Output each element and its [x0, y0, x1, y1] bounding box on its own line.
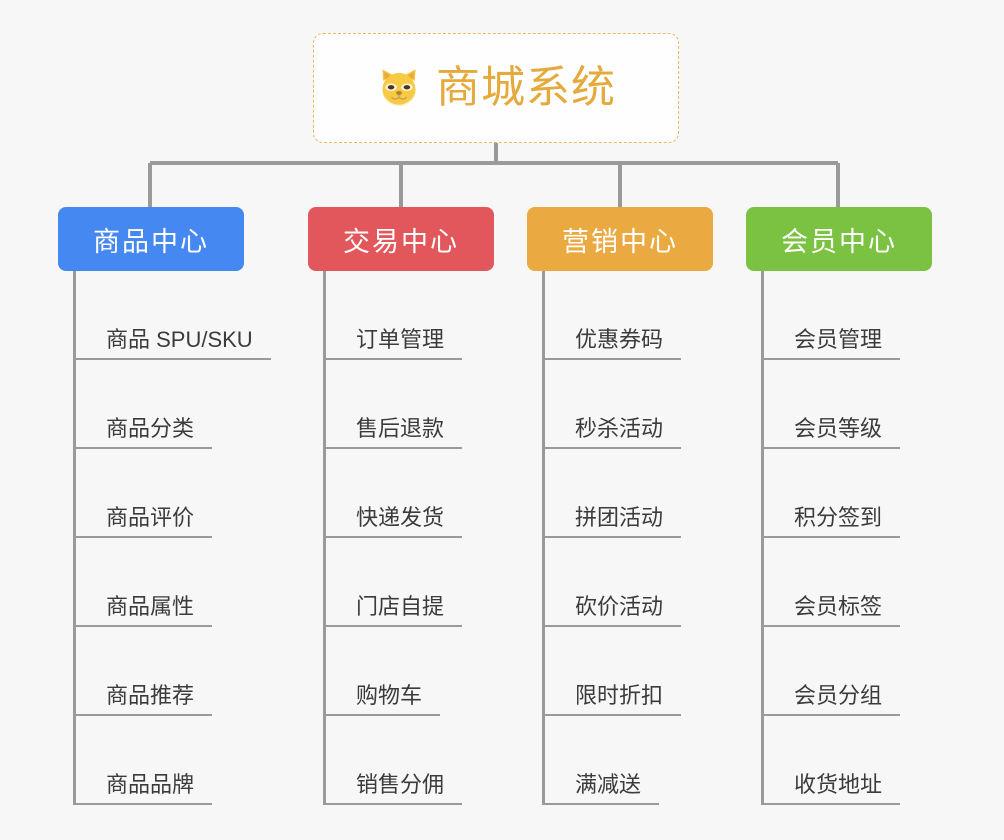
leaf-list-0: 商品 SPU/SKU 商品分类 商品评价 商品属性 商品推荐 商品品牌 [73, 271, 301, 805]
leaf-label: 订单管理 [326, 327, 463, 360]
leaf-label: 积分签到 [764, 505, 901, 538]
category-header-3[interactable]: 会员中心 [746, 207, 932, 271]
leaf-label: 会员分组 [764, 683, 901, 716]
list-item[interactable]: 购物车 [326, 627, 492, 716]
shiba-dog-icon [382, 69, 416, 106]
category-column-2: 营销中心 优惠券码 秒杀活动 拼团活动 砍价活动 限时折扣 满减送 [527, 207, 713, 805]
leaf-label: 快递发货 [326, 505, 463, 538]
list-item[interactable]: 商品推荐 [76, 627, 301, 716]
leaf-label: 销售分佣 [326, 772, 463, 805]
leaf-label: 收货地址 [764, 772, 901, 805]
leaf-label: 商品 SPU/SKU [76, 327, 271, 360]
list-item[interactable]: 商品分类 [76, 360, 301, 449]
list-item[interactable]: 会员等级 [764, 360, 930, 449]
list-item[interactable]: 砍价活动 [545, 538, 711, 627]
list-item[interactable]: 优惠券码 [545, 271, 711, 360]
leaf-label: 商品品牌 [76, 772, 213, 805]
category-column-3: 会员中心 会员管理 会员等级 积分签到 会员标签 会员分组 收货地址 [746, 207, 932, 805]
category-column-1: 交易中心 订单管理 售后退款 快递发货 门店自提 购物车 销售分佣 [308, 207, 494, 805]
category-header-label: 营销中心 [562, 226, 678, 257]
list-item[interactable]: 订单管理 [326, 271, 492, 360]
leaf-label: 商品属性 [76, 594, 213, 627]
list-item[interactable]: 拼团活动 [545, 449, 711, 538]
list-item[interactable]: 满减送 [545, 716, 711, 805]
leaf-label: 会员标签 [764, 594, 901, 627]
list-item[interactable]: 秒杀活动 [545, 360, 711, 449]
list-item[interactable]: 快递发货 [326, 449, 492, 538]
list-item[interactable]: 商品属性 [76, 538, 301, 627]
list-item[interactable]: 售后退款 [326, 360, 492, 449]
root-title: 商城系统 [436, 63, 616, 112]
category-header-label: 交易中心 [343, 226, 459, 257]
leaf-label: 售后退款 [326, 416, 463, 449]
category-header-2[interactable]: 营销中心 [527, 207, 713, 271]
leaf-label: 商品分类 [76, 416, 213, 449]
leaf-label: 门店自提 [326, 594, 463, 627]
leaf-label: 会员等级 [764, 416, 901, 449]
category-header-label: 商品中心 [93, 226, 209, 257]
leaf-label: 秒杀活动 [545, 416, 682, 449]
leaf-list-1: 订单管理 售后退款 快递发货 门店自提 购物车 销售分佣 [323, 271, 492, 805]
list-item[interactable]: 会员分组 [764, 627, 930, 716]
list-item[interactable]: 商品品牌 [76, 716, 301, 805]
category-header-label: 会员中心 [781, 226, 897, 257]
list-item[interactable]: 商品评价 [76, 449, 301, 538]
list-item[interactable]: 限时折扣 [545, 627, 711, 716]
leaf-label: 商品推荐 [76, 683, 213, 716]
category-header-1[interactable]: 交易中心 [308, 207, 494, 271]
category-header-0[interactable]: 商品中心 [58, 207, 244, 271]
leaf-label: 优惠券码 [545, 327, 682, 360]
root-node[interactable]: 商城系统 [313, 33, 679, 143]
leaf-label: 砍价活动 [545, 594, 682, 627]
leaf-label: 拼团活动 [545, 505, 682, 538]
list-item[interactable]: 会员标签 [764, 538, 930, 627]
leaf-label: 商品评价 [76, 505, 213, 538]
leaf-list-3: 会员管理 会员等级 积分签到 会员标签 会员分组 收货地址 [761, 271, 930, 805]
leaf-list-2: 优惠券码 秒杀活动 拼团活动 砍价活动 限时折扣 满减送 [542, 271, 711, 805]
list-item[interactable]: 会员管理 [764, 271, 930, 360]
list-item[interactable]: 销售分佣 [326, 716, 492, 805]
leaf-label: 购物车 [326, 683, 441, 716]
list-item[interactable]: 收货地址 [764, 716, 930, 805]
list-item[interactable]: 积分签到 [764, 449, 930, 538]
list-item[interactable]: 门店自提 [326, 538, 492, 627]
category-column-0: 商品中心 商品 SPU/SKU 商品分类 商品评价 商品属性 商品推荐 商品品牌 [58, 207, 271, 805]
leaf-label: 会员管理 [764, 327, 901, 360]
leaf-label: 限时折扣 [545, 683, 682, 716]
list-item[interactable]: 商品 SPU/SKU [76, 271, 301, 360]
leaf-label: 满减送 [545, 772, 660, 805]
